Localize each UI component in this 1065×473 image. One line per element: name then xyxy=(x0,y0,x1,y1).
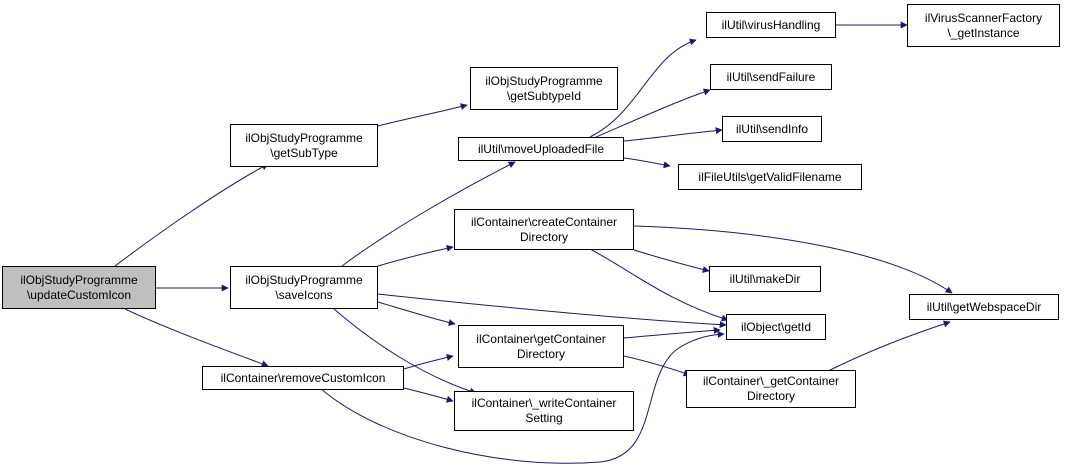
node-label-line1: ilObjStudyProgramme xyxy=(245,130,363,145)
node-label-line1: ilObjStudyProgramme xyxy=(245,272,363,287)
edge-saveicons-to-getid xyxy=(377,293,727,329)
node-save-icons[interactable]: ilObjStudyProgramme \saveIcons xyxy=(230,266,378,309)
edge-saveicons-to-createcontainerdirectory xyxy=(377,244,454,267)
node-move-uploaded-file[interactable]: ilUtil\moveUploadedFile xyxy=(458,137,624,161)
node-send-failure[interactable]: ilUtil\sendFailure xyxy=(710,64,832,90)
edge-moveuploadedfile-to-getvalidfilename xyxy=(623,157,671,169)
node-send-info[interactable]: ilUtil\sendInfo xyxy=(722,116,822,142)
node-update-custom-icon: ilObjStudyProgramme \updateCustomIcon xyxy=(2,266,156,309)
node-write-container-setting[interactable]: ilContainer\_writeContainer Setting xyxy=(454,391,634,431)
node-label-line2: \saveIcons xyxy=(275,287,333,302)
edge-createcontainerdirectory-to-getid xyxy=(589,248,729,322)
edge-moveuploadedfile-to-sendfailure xyxy=(595,88,711,138)
node-label-line2: Directory xyxy=(519,229,568,244)
edge-underscoregetcontainerdirectory-to-getwebspacedir xyxy=(825,320,951,373)
edge-update-to-removecustomicon xyxy=(124,308,269,368)
edge-getsubtype-to-getsubtypeid xyxy=(377,103,468,127)
node-label-line1: ilUtil\getWebspaceDir xyxy=(926,299,1042,314)
node-label-line1: ilUtil\virusHandling xyxy=(721,17,821,32)
edge-removecustomicon-to-getcontainerdirectory xyxy=(403,354,454,370)
edge-update-to-getsubtype xyxy=(114,163,269,267)
edge-saveicons-to-writecontainersetting xyxy=(333,308,477,395)
node-label-line2: \updateCustomIcon xyxy=(26,287,132,302)
node-label-line1: ilUtil\sendInfo xyxy=(735,121,809,136)
node-label-line1: ilObject\getId xyxy=(740,319,812,334)
node-label-line1: ilContainer\getContainer xyxy=(476,331,606,346)
node-get-valid-filename[interactable]: ilFileUtils\getValidFilename xyxy=(678,164,862,190)
node-label-line1: ilVirusScannerFactory xyxy=(924,10,1043,25)
node-label-line1: ilObjStudyProgramme xyxy=(485,73,603,88)
node-get-container-directory[interactable]: ilContainer\getContainer Directory xyxy=(458,325,624,368)
node-virus-handling[interactable]: ilUtil\virusHandling xyxy=(706,12,836,38)
node-label-line1: ilFileUtils\getValidFilename xyxy=(698,169,842,184)
node-label-line1: ilContainer\_getContainer xyxy=(702,374,840,388)
node-label-line1: ilUtil\sendFailure xyxy=(726,69,816,84)
node-label-line1: ilUtil\makeDir xyxy=(729,271,801,286)
edge-moveuploadedfile-to-sendinfo xyxy=(623,127,723,142)
node-underscore-get-container-directory[interactable]: ilContainer\_getContainer Directory xyxy=(686,370,856,408)
edge-saveicons-to-moveuploadedfile xyxy=(341,161,516,267)
node-label-line2: \getSubtypeId xyxy=(506,88,582,103)
edge-getcontainerdirectory-to-underscoregetcontainerdirectory xyxy=(623,355,691,377)
node-remove-custom-icon[interactable]: ilContainer\removeCustomIcon xyxy=(202,366,404,390)
node-label-line1: ilContainer\createContainer xyxy=(470,214,618,229)
node-label-line1: ilUtil\moveUploadedFile xyxy=(477,141,605,156)
edge-getcontainerdirectory-to-getid xyxy=(623,326,721,339)
node-label-line1: ilContainer\_writeContainer xyxy=(471,396,617,410)
edge-removecustomicon-to-getid xyxy=(319,330,725,464)
node-virus-scanner-factory[interactable]: ilVirusScannerFactory \_getInstance xyxy=(907,4,1060,47)
node-label-line2: Directory xyxy=(746,389,795,403)
edge-moveuploadedfile-to-virushandling xyxy=(589,38,697,138)
node-label-line1: ilObjStudyProgramme xyxy=(20,272,138,287)
node-get-webspace-dir[interactable]: ilUtil\getWebspaceDir xyxy=(909,294,1059,320)
node-create-container-directory[interactable]: ilContainer\createContainer Directory xyxy=(454,209,634,250)
node-make-dir[interactable]: ilUtil\makeDir xyxy=(709,266,821,292)
node-get-subtype-id[interactable]: ilObjStudyProgramme \getSubtypeId xyxy=(470,67,618,110)
node-label-line1: ilContainer\removeCustomIcon xyxy=(220,370,386,385)
edge-saveicons-to-getcontainerdirectory xyxy=(377,301,456,326)
node-label-line2: \_getInstance xyxy=(947,25,1020,40)
node-get-id[interactable]: ilObject\getId xyxy=(726,314,826,340)
node-get-sub-type[interactable]: ilObjStudyProgramme \getSubType xyxy=(230,124,378,167)
node-label-line2: Directory xyxy=(516,346,565,361)
edge-createcontainerdirectory-to-makedir xyxy=(633,249,710,273)
node-label-line2: \getSubType xyxy=(270,145,338,160)
edge-createcontainerdirectory-to-getwebspacedir xyxy=(633,225,953,294)
node-label-line2: Setting xyxy=(525,411,563,425)
edge-removecustomicon-to-writecontainersetting xyxy=(403,387,454,403)
